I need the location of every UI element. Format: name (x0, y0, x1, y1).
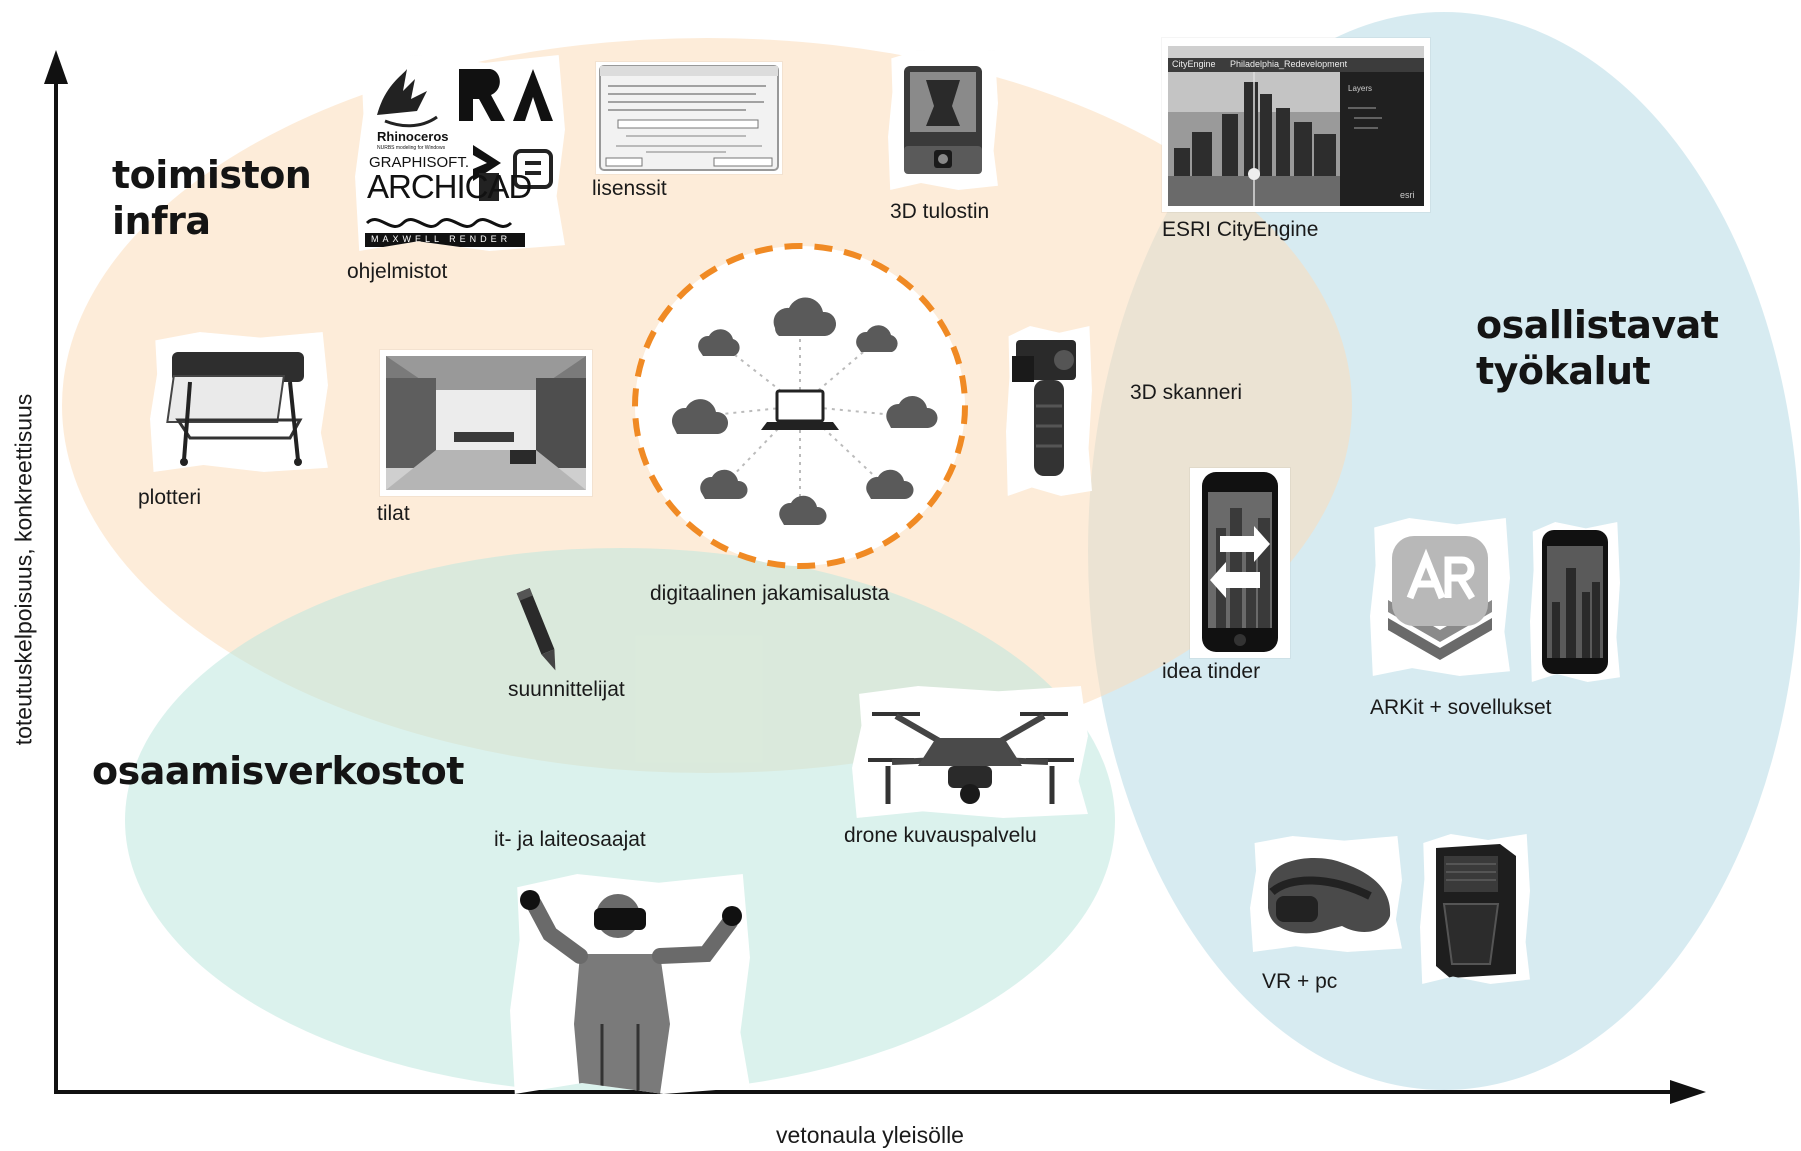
archicad-wordmark: ARCHICAD (367, 168, 532, 205)
laptop-icon (761, 389, 839, 430)
ar-phone-card (1530, 522, 1620, 682)
autocad-logo-icon (513, 69, 553, 121)
3dsmax-logo-icon (473, 145, 501, 201)
cityengine-app-name: CityEngine (1172, 59, 1216, 69)
pc-tower-icon (1436, 844, 1516, 978)
cityengine-scene-name: Philadelphia_Redevelopment (1230, 59, 1348, 69)
plotter-card (150, 332, 328, 472)
x-axis-label: vetonaula yleisölle (776, 1122, 964, 1148)
title-line: työkalut (1476, 349, 1651, 394)
esri-brand: esri (1400, 190, 1415, 200)
graphisoft-wordmark: GRAPHISOFT. (369, 154, 470, 171)
smartphone-icon (1542, 530, 1608, 674)
3d-printer-card (888, 50, 998, 190)
label-vr-pc: VR + pc (1262, 970, 1338, 993)
pc-tower-card (1420, 834, 1530, 984)
title-line: toimiston (112, 153, 312, 197)
label-plotteri: plotteri (138, 486, 202, 509)
3d-scanner-card (1006, 326, 1092, 496)
3d-printer-icon (904, 66, 982, 174)
office-room-photo (386, 356, 586, 490)
title-line: infra (112, 199, 211, 244)
y-axis-arrow (44, 50, 68, 84)
title-osallistavat-tyokalut: osallistavat työkalut (1476, 302, 1719, 395)
label-arkit-sovellukset: ARKit + sovellukset (1370, 696, 1552, 719)
label-digitaalinen-jakamisalusta: digitaalinen jakamisalusta (650, 582, 890, 605)
label-3d-skanneri: 3D skanneri (1130, 381, 1243, 404)
digital-platform-diagram (632, 243, 968, 569)
cityengine-card: CityEngine Philadelphia_Redevelopment La… (1162, 38, 1430, 212)
license-dialog-card (596, 62, 782, 174)
x-axis-arrow (1670, 1080, 1706, 1104)
vr-person-card (510, 874, 750, 1094)
rhino-subtitle: NURBS modeling for Windows (377, 145, 446, 151)
rhino-logo-icon (377, 69, 438, 128)
arkit-card (1370, 518, 1510, 676)
3d-scanner-icon (1012, 340, 1076, 476)
pencil-icon (516, 588, 556, 671)
label-it-laiteosaajat: it- ja laiteosaajat (494, 828, 646, 851)
label-lisenssit: lisenssit (592, 177, 667, 200)
arkit-logo-icon (1388, 536, 1492, 660)
vr-person-icon (520, 890, 742, 1094)
cityengine-layers-panel: Layers (1348, 84, 1373, 93)
vr-headset-card (1250, 836, 1402, 952)
label-3d-tulostin: 3D tulostin (890, 200, 990, 223)
idea-tinder-card (1190, 468, 1290, 658)
cloud-icon (671, 297, 938, 525)
label-esri-cityengine: ESRI CityEngine (1162, 218, 1319, 241)
phone-swap-icon (1202, 472, 1278, 652)
drone-icon (868, 712, 1074, 804)
software-logos-card: Rhinoceros NURBS modeling for Windows GR… (355, 55, 565, 251)
title-osaamisverkostot: osaamisverkostot (92, 749, 464, 793)
y-axis-label: toteutuskelpoisuus, konkreettisuus (10, 393, 37, 746)
maxwell-wave-icon (365, 218, 525, 247)
label-idea-tinder: idea tinder (1162, 660, 1261, 683)
label-suunnittelijat: suunnittelijat (508, 678, 625, 701)
cityengine-screenshot (1168, 46, 1424, 206)
office-space-card (380, 350, 592, 496)
title-line: osallistavat (1476, 303, 1719, 347)
title-toimiston-infra: toimiston infra (112, 152, 312, 245)
label-tilat: tilat (377, 502, 410, 525)
plotter-icon (166, 352, 304, 466)
vr-headset-icon (1268, 857, 1391, 934)
license-dialog-icon (599, 65, 779, 171)
revit-logo-icon (459, 69, 505, 121)
maxwell-wordmark: MAXWELL RENDER (371, 234, 512, 244)
label-drone-kuvauspalvelu: drone kuvauspalvelu (844, 824, 1037, 847)
label-ohjelmistot: ohjelmistot (347, 260, 448, 283)
sketchup-logo-icon (513, 149, 553, 189)
drone-card (852, 686, 1088, 818)
rhino-wordmark: Rhinoceros (377, 129, 449, 144)
